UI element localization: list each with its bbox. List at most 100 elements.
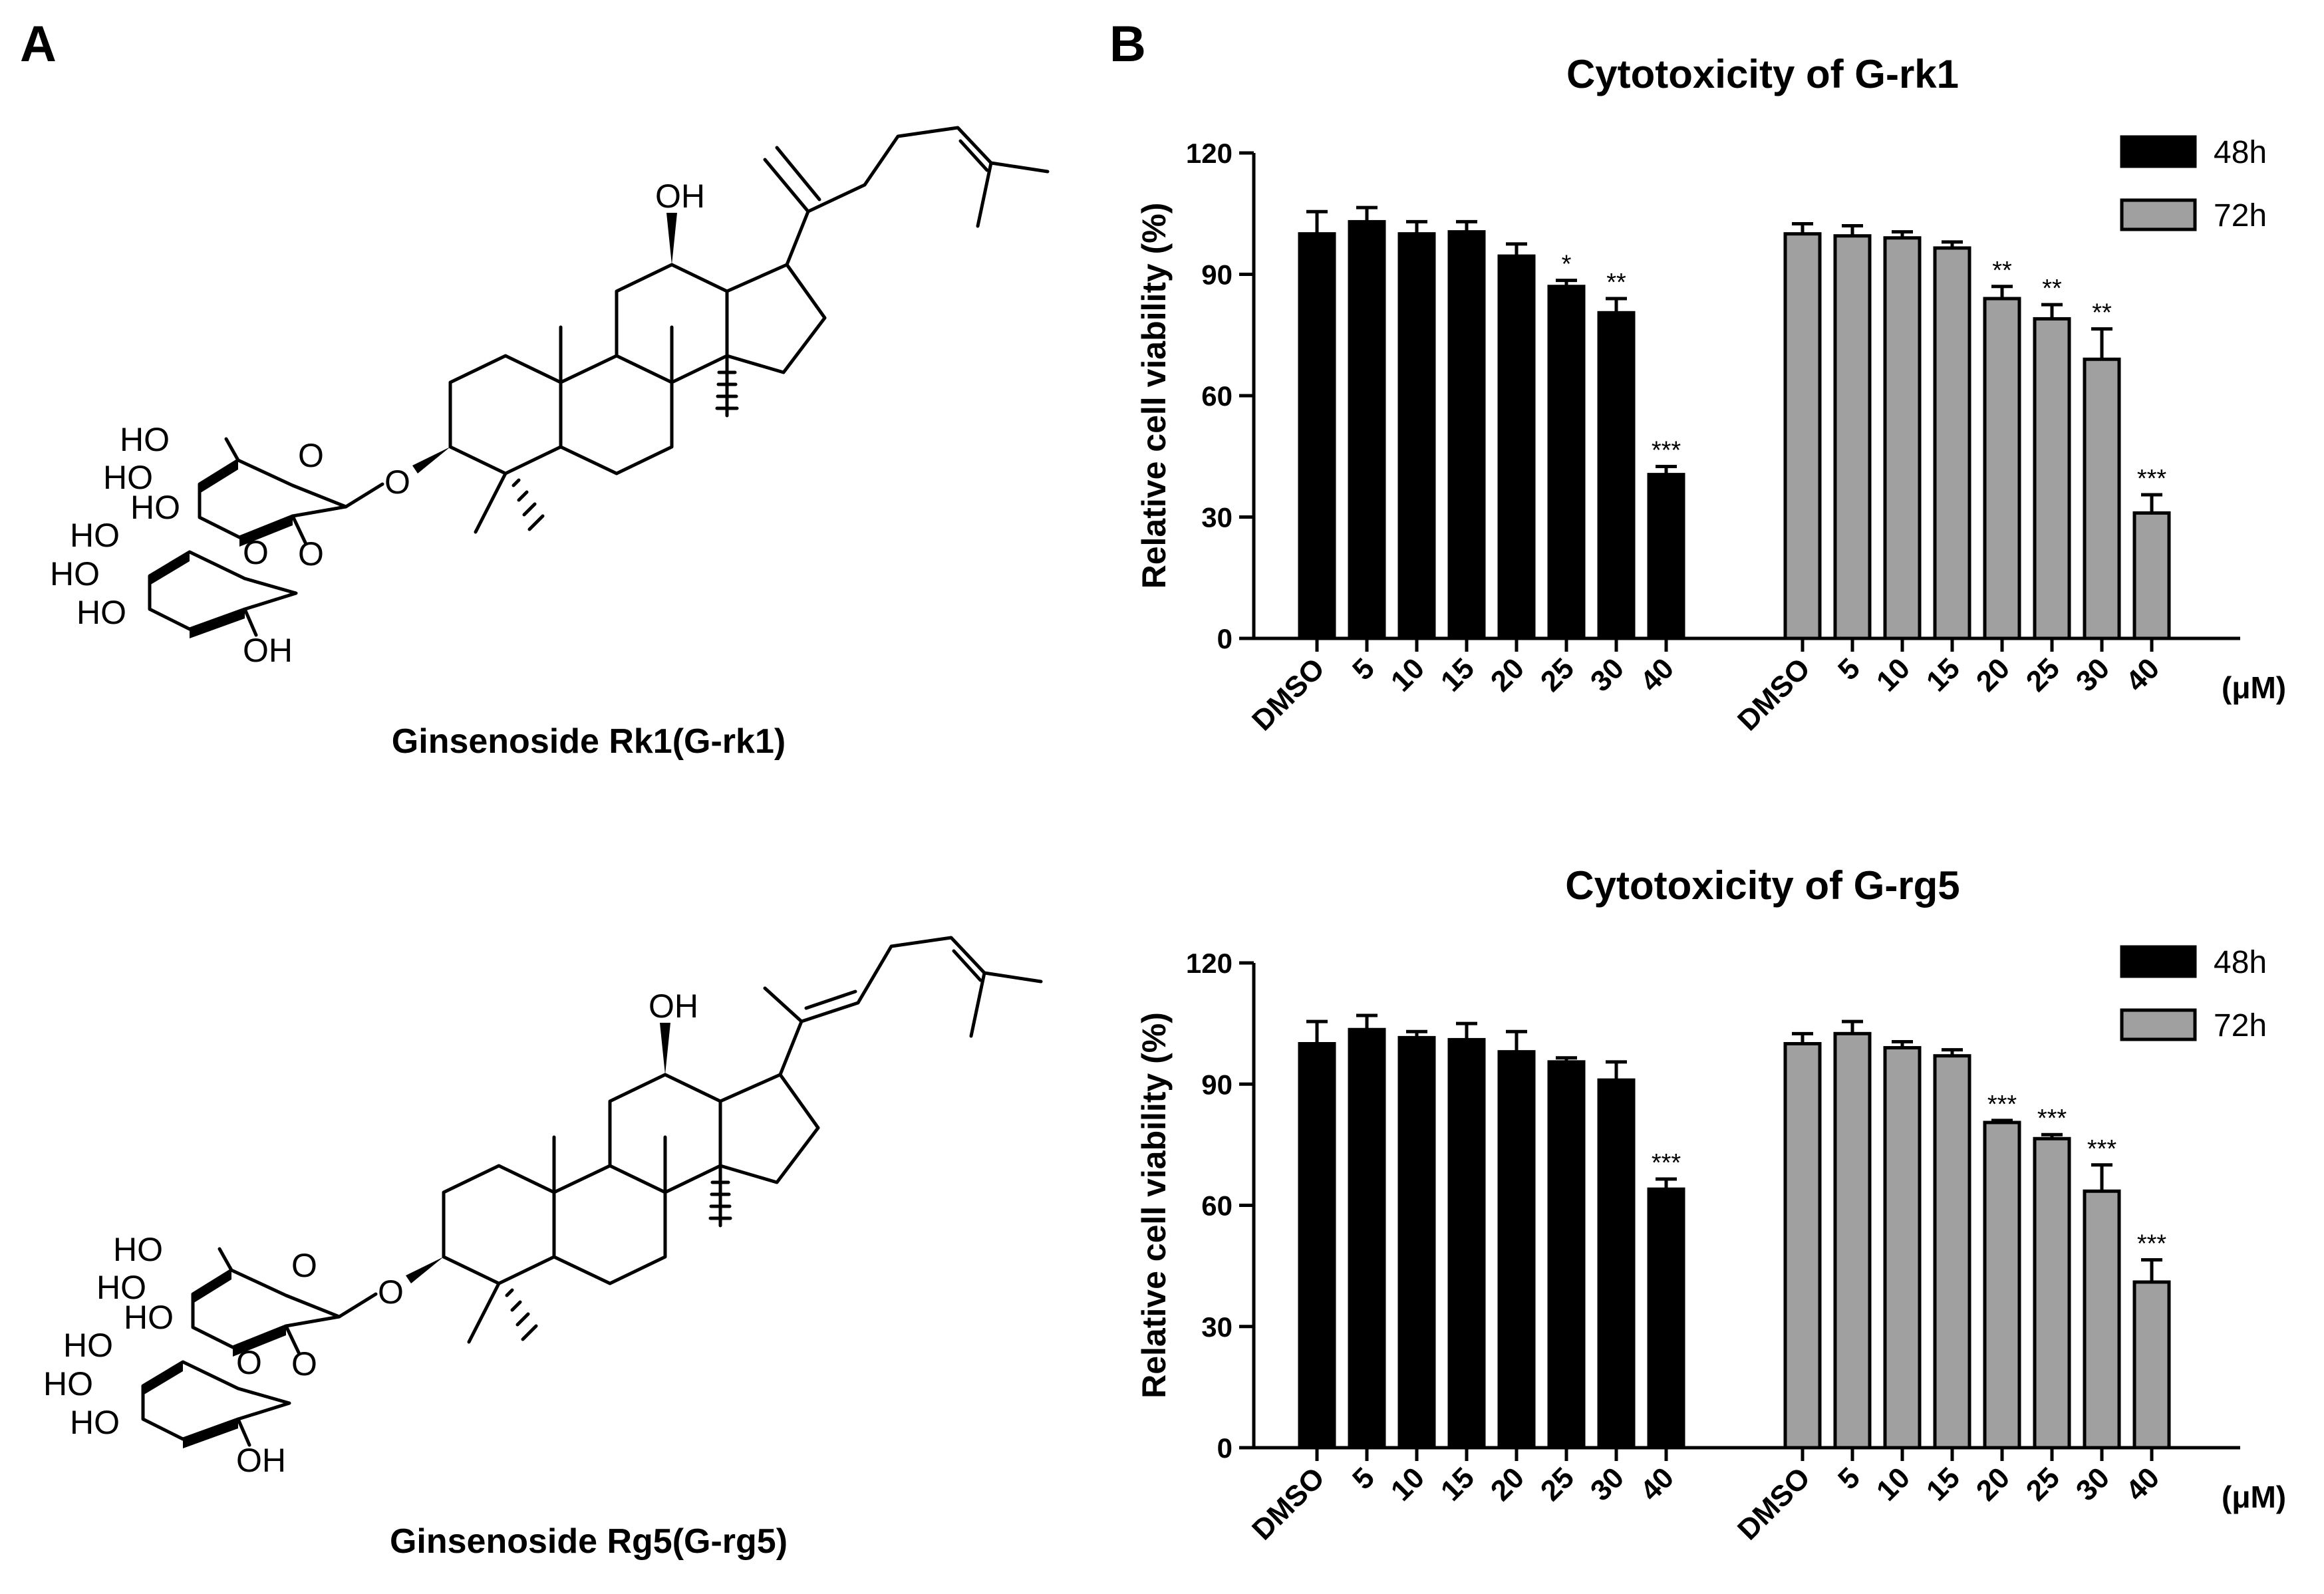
wedge-bond-oh xyxy=(666,213,677,265)
x-tick-label: 40 xyxy=(1634,1461,1680,1507)
structure-ginsenoside-rk1: OH O HO HO HO O O HO xyxy=(50,126,1050,669)
x-tick-label: 20 xyxy=(1970,1461,2016,1507)
significance-label: ** xyxy=(2042,275,2062,303)
compound-name-2: Ginsenoside Rg5(G-rg5) xyxy=(390,1522,788,1561)
panel-letter-b: B xyxy=(1109,16,1146,72)
x-tick-label: 5 xyxy=(1832,652,1866,686)
x-tick-label: 40 xyxy=(2120,1461,2166,1507)
bar-48h xyxy=(1447,1037,1486,1450)
x-tick-label: 20 xyxy=(1485,1461,1530,1507)
side-chain-bond xyxy=(785,126,1050,267)
bar-48h xyxy=(1547,285,1586,640)
significance-label: ** xyxy=(1992,257,2012,285)
x-tick-label: 10 xyxy=(1385,1461,1431,1507)
bar-48h xyxy=(1597,1078,1636,1450)
chart-title: Cytotoxicity of G-rg5 xyxy=(1565,863,1960,908)
y-tick-label: 60 xyxy=(1201,1190,1233,1222)
atom-oh-b2: OH xyxy=(236,1442,286,1479)
ring-a-bond xyxy=(448,354,563,475)
legend-swatch-48h xyxy=(2120,945,2197,978)
y-tick-label: 30 xyxy=(1201,502,1233,533)
y-tick-label: 30 xyxy=(1201,1311,1233,1343)
y-tick-label: 120 xyxy=(1186,138,1233,169)
bar-48h xyxy=(1647,1187,1685,1450)
y-tick-label: 60 xyxy=(1201,380,1233,412)
atom-o: O xyxy=(384,464,410,501)
bar-48h xyxy=(1397,1035,1436,1450)
bar-72h xyxy=(1933,246,1971,640)
bar-48h xyxy=(1348,219,1386,640)
significance-label: *** xyxy=(2037,1105,2067,1132)
significance-label: *** xyxy=(1652,1149,1681,1177)
x-tick-label: 15 xyxy=(1920,652,1966,698)
x-tick-label: 40 xyxy=(2120,652,2166,698)
y-tick-label: 0 xyxy=(1217,1432,1233,1464)
atom-ho-2: HO xyxy=(103,459,153,496)
x-tick-label: 25 xyxy=(2020,1461,2066,1507)
ring-c-bond xyxy=(615,263,729,384)
atom-o-ring-b1: O xyxy=(291,1247,317,1284)
y-axis-label: Relative cell viability (%) xyxy=(1135,203,1173,589)
y-tick-label: 120 xyxy=(1186,948,1233,979)
atom-ho-3: HO xyxy=(130,489,180,526)
atom-ho-b1: HO xyxy=(113,1231,163,1268)
bar-48h xyxy=(1298,232,1336,640)
bar-48h xyxy=(1447,230,1486,640)
y-tick-label: 0 xyxy=(1217,623,1233,654)
atom-ho-4: HO xyxy=(70,517,120,554)
legend-label-48h: 48h xyxy=(2214,945,2267,980)
x-tick-label: 30 xyxy=(2070,652,2116,698)
panel-letter-a: A xyxy=(20,16,57,72)
bar-72h xyxy=(1833,234,1872,640)
x-tick-label: 5 xyxy=(1346,1461,1381,1496)
atom-ho-1: HO xyxy=(120,421,170,458)
bar-48h xyxy=(1348,1027,1386,1450)
x-tick-label: 20 xyxy=(1485,652,1530,698)
x-tick-label: 25 xyxy=(1534,652,1580,698)
compound-name-1: Ginsenoside Rk1(G-rk1) xyxy=(392,722,786,761)
structure-ginsenoside-rg5: OH O HO HO HO O O HO HO HO O OH xyxy=(43,936,1043,1479)
atom-o-link: O xyxy=(298,535,324,573)
atom-ho-b5: HO xyxy=(43,1365,93,1402)
bar-72h xyxy=(2033,317,2071,640)
x-tick-label: 25 xyxy=(1534,1461,1580,1507)
bar-48h xyxy=(1497,1050,1536,1450)
bar-48h xyxy=(1397,232,1436,640)
significance-label: *** xyxy=(2137,465,2167,493)
atom-ho-5: HO xyxy=(50,555,100,593)
atom-o-ring-2: O xyxy=(243,534,269,571)
ring-d-bond xyxy=(725,263,827,374)
side-chain-bond-b xyxy=(778,936,1043,1077)
y-axis-label: Relative cell viability (%) xyxy=(1135,1012,1173,1398)
x-tick-label: DMSO xyxy=(1731,1461,1816,1546)
bar-72h xyxy=(1883,236,1922,640)
chart-title: Cytotoxicity of G-rk1 xyxy=(1566,52,1959,96)
significance-label: ** xyxy=(1606,269,1626,297)
atom-oh-2: OH xyxy=(243,632,293,669)
bar-72h xyxy=(1933,1054,1971,1450)
x-tick-label: 10 xyxy=(1385,652,1431,698)
unit-label: (μM) xyxy=(2222,1480,2286,1514)
x-tick-label: 5 xyxy=(1346,652,1381,686)
atom-o-link-b: O xyxy=(291,1345,317,1383)
atom-o-ring-1: O xyxy=(298,437,324,474)
x-tick-label: 25 xyxy=(2020,652,2066,698)
legend-label-72h: 72h xyxy=(2214,1008,2267,1043)
bar-48h xyxy=(1647,473,1685,640)
atom-oh-b: OH xyxy=(649,988,698,1025)
x-tick-label: 30 xyxy=(2070,1461,2116,1507)
legend-swatch-48h xyxy=(2120,135,2197,168)
bar-48h xyxy=(1547,1060,1586,1450)
bar-72h xyxy=(1833,1031,1872,1450)
bar-48h xyxy=(1497,254,1536,640)
bar-72h xyxy=(2083,357,2121,640)
x-tick-label: 40 xyxy=(1634,652,1680,698)
significance-label: *** xyxy=(2137,1230,2167,1258)
x-tick-label: DMSO xyxy=(1246,652,1331,737)
x-tick-label: 5 xyxy=(1832,1461,1866,1496)
y-tick-label: 90 xyxy=(1201,259,1233,291)
bar-72h xyxy=(2132,1280,2171,1450)
